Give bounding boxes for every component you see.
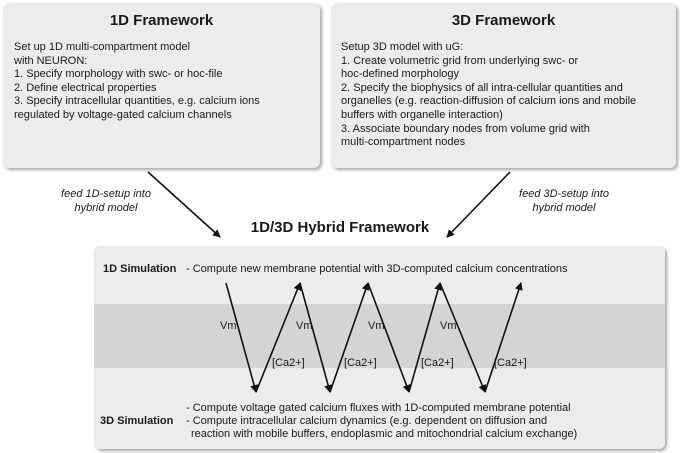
vm-label: Vm xyxy=(440,320,457,332)
zigzag-up-arrow xyxy=(255,282,302,393)
vm-label: Vm xyxy=(368,320,385,332)
sim-3d-label: 3D Simulation xyxy=(100,415,174,427)
feed-3d-line: feed 3D-setup into xyxy=(519,188,609,200)
feed-1d-arrow xyxy=(147,171,221,238)
zigzag-down-arrow xyxy=(367,282,411,393)
framework-1d-text: Set up 1D multi-compartment model with N… xyxy=(14,41,260,123)
zigzag-up-arrow xyxy=(484,282,523,393)
framework-3d-line: 2. Specify the biophysics of all intra-c… xyxy=(341,81,623,94)
framework-1d-title: 1D Framework xyxy=(109,12,214,29)
framework-3d-line: hoc-defined morphology xyxy=(341,68,460,81)
sim-3d-text: - Compute voltage gated calcium fluxes w… xyxy=(186,402,577,440)
sim-1d-label: 1D Simulation xyxy=(103,263,177,275)
sim-3d-line: reaction with mobile buffers, endoplasmi… xyxy=(191,427,578,440)
framework-1d-line: 2. Define electrical properties xyxy=(14,81,157,94)
feed-1d-line: hybrid model xyxy=(74,201,138,214)
sim-3d-line: - Compute voltage gated calcium fluxes w… xyxy=(186,402,571,414)
framework-3d-line: 3. Associate boundary nodes from volume … xyxy=(341,122,590,135)
ca-label: [Ca2+] xyxy=(344,357,377,369)
vm-label: Vm xyxy=(220,320,237,332)
zigzag-down-arrow xyxy=(439,282,487,393)
ca-label: [Ca2+] xyxy=(421,357,454,369)
zigzag-up-arrow xyxy=(408,282,442,393)
framework-1d-line: 3. Specify intracellular quantities, e.g… xyxy=(14,95,260,108)
framework-1d-line: Set up 1D multi-compartment model xyxy=(14,41,191,53)
feed-3d-label: feed 3D-setup into hybrid model xyxy=(504,188,624,215)
hybrid-framework-title: 1D/3D Hybrid Framework xyxy=(250,219,430,236)
feed-3d-arrow xyxy=(446,171,511,238)
framework-1d-line: regulated by voltage-gated calcium chann… xyxy=(14,108,232,121)
zigzag-up-arrow xyxy=(329,282,370,393)
zigzag-down-arrow xyxy=(299,282,332,393)
framework-3d-title: 3D Framework xyxy=(451,12,556,29)
sim-3d-line: - Compute intracellular calcium dynamics… xyxy=(186,414,548,427)
framework-1d-line: 1. Specify morphology with swc- or hoc-f… xyxy=(14,68,223,81)
feed-1d-label: feed 1D-setup into hybrid model xyxy=(46,188,166,215)
framework-3d-line: 1. Create volumetric grid from underlyin… xyxy=(341,54,579,67)
vm-label: Vm xyxy=(296,320,313,332)
framework-3d-line: Setup 3D model with uG: xyxy=(341,41,464,53)
sim-1d-text: - Compute new membrane potential with 3D… xyxy=(186,263,568,275)
zigzag-down-arrow xyxy=(225,282,258,393)
feed-3d-line: hybrid model xyxy=(532,201,596,214)
framework-3d-line: buffers with organelle interaction) xyxy=(341,108,503,121)
framework-3d-text: Setup 3D model with uG: 1. Create volume… xyxy=(341,41,636,150)
ca-label: [Ca2+] xyxy=(272,357,305,369)
framework-1d-line: with NEURON: xyxy=(14,54,88,67)
framework-1d-box: 1D Framework Set up 1D multi-compartment… xyxy=(3,3,320,168)
framework-3d-line: organelles (e.g. reaction-diffusion of c… xyxy=(341,95,637,108)
ca-label: [Ca2+] xyxy=(494,357,527,369)
feed-1d-line: feed 1D-setup into xyxy=(61,188,151,200)
framework-3d-line: multi-compartment nodes xyxy=(341,136,466,149)
framework-3d-box: 3D Framework Setup 3D model with uG: 1. … xyxy=(331,3,676,168)
